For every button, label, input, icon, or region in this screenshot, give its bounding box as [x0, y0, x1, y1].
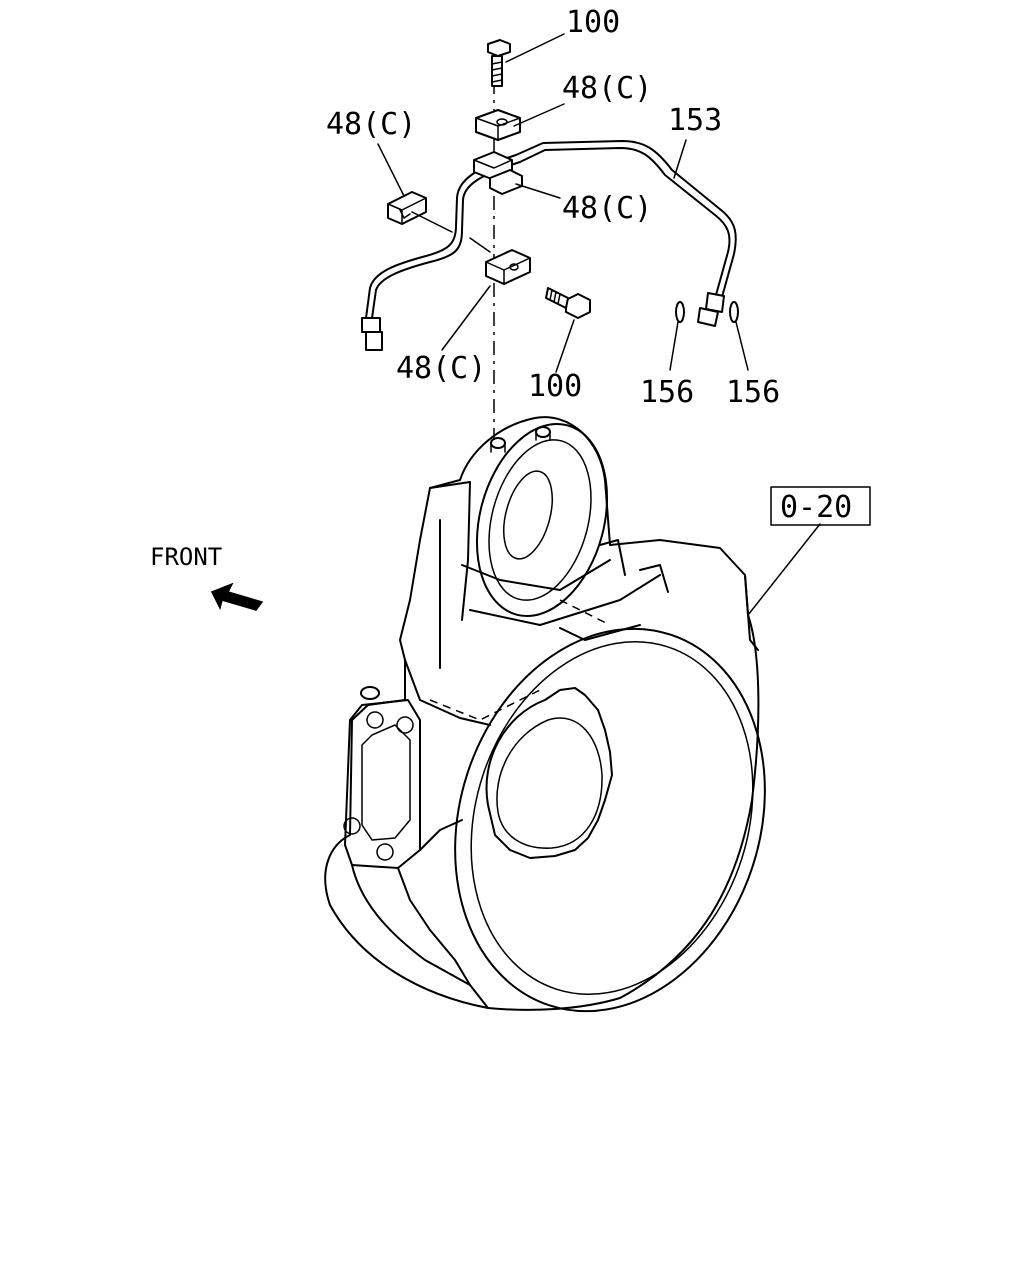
callout-bolt-top: 100: [566, 5, 620, 40]
housing-ref-box: [770, 486, 871, 526]
flywheel-housing: [324, 416, 766, 1013]
callout-housing-ref: 0-20: [780, 490, 852, 525]
callout-clip-bottom: 48(C): [396, 351, 486, 386]
callout-gasket-right: 156: [726, 375, 780, 410]
callout-pipe: 153: [668, 103, 722, 138]
gasket-left: [675, 301, 685, 323]
callout-clip-mid-right: 48(C): [562, 191, 652, 226]
front-arrow-icon: [210, 582, 264, 611]
callout-gasket-left: 156: [640, 375, 694, 410]
front-label: FRONT: [150, 543, 222, 571]
bolt-top: [487, 39, 511, 87]
callout-clip-top-right: 48(C): [562, 71, 652, 106]
clip-top: [475, 109, 521, 141]
clip-left: [387, 191, 427, 225]
leader-lines: [377, 33, 821, 616]
bolt-bottom: [545, 287, 591, 319]
gasket-right: [729, 301, 739, 323]
callout-bolt-bottom: 100: [528, 369, 582, 404]
clip-bottom: [485, 249, 531, 285]
callout-clip-left: 48(C): [326, 107, 416, 142]
